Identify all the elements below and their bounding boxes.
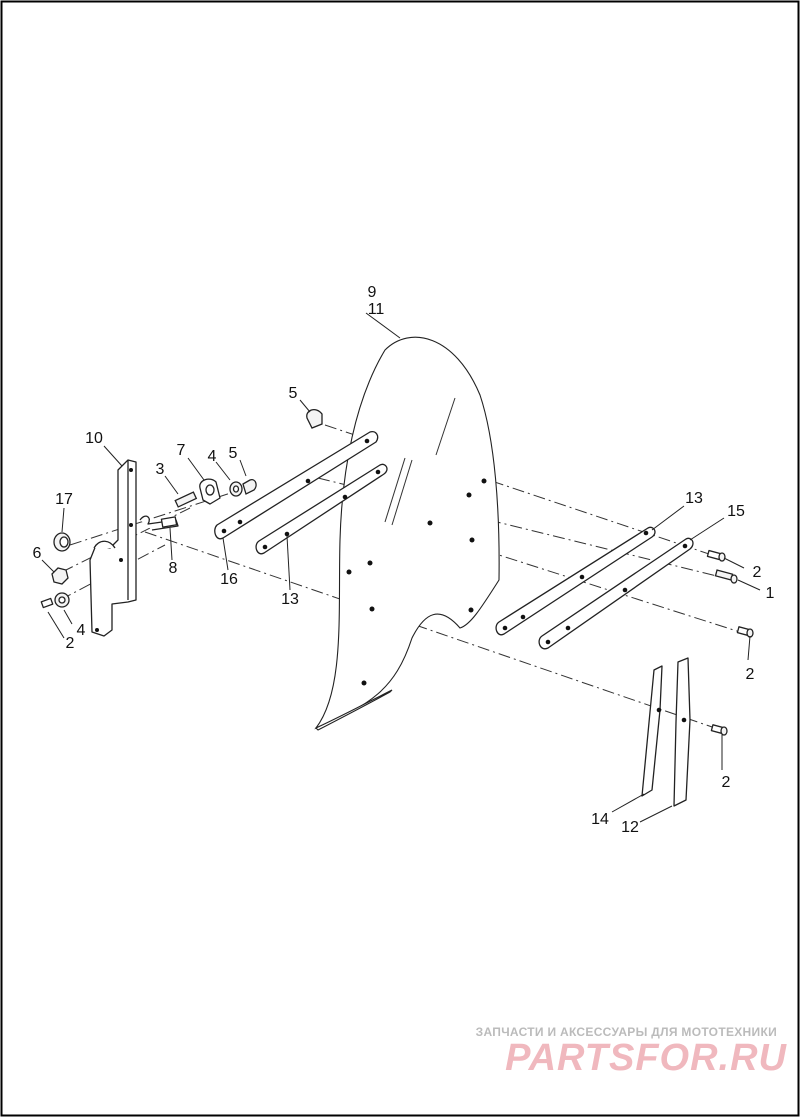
acorn-nut-top: [306, 408, 323, 429]
strap-12: [673, 657, 691, 807]
callout-17: 17: [55, 491, 73, 508]
callout-2-right-mid: 2: [746, 666, 755, 683]
windshield: [314, 336, 500, 731]
clamp: [199, 478, 221, 505]
callout-3: 3: [156, 461, 165, 478]
callout-1: 1: [766, 585, 775, 602]
callout-14: 14: [591, 811, 609, 828]
washer-left: [54, 592, 70, 608]
callout-2-right-low: 2: [722, 774, 731, 791]
callout-4-center: 4: [208, 448, 217, 465]
screw-right-low: [710, 724, 728, 736]
strip-13-right: [495, 526, 656, 636]
stud: [174, 491, 198, 508]
callout-2-left: 2: [66, 635, 75, 652]
callout-11: 11: [368, 301, 385, 318]
callout-15: 15: [727, 503, 745, 520]
screw-right-top: [706, 549, 726, 562]
screw-left: [40, 597, 54, 609]
acorn-nut-center: [242, 479, 257, 495]
bolt-right: [714, 569, 738, 584]
grommet: [53, 532, 71, 552]
callout-5-top: 5: [289, 385, 298, 402]
screw-right-mid: [736, 626, 754, 638]
strip-13-left: [255, 463, 388, 555]
strip-15: [538, 537, 694, 650]
watermark: ЗАПЧАСТИ И АКСЕССУАРЫ ДЛЯ МОТОТЕХНИКИ PA…: [476, 1025, 787, 1079]
watermark-caption: ЗАПЧАСТИ И АКСЕССУАРЫ ДЛЯ МОТОТЕХНИКИ: [476, 1025, 777, 1039]
callout-7: 7: [177, 442, 186, 459]
nut-left: [51, 567, 69, 585]
callout-10: 10: [85, 430, 103, 447]
callout-13-right: 13: [685, 490, 703, 507]
callout-9: 9: [368, 284, 377, 301]
callout-13-left: 13: [281, 591, 299, 608]
callout-6: 6: [33, 545, 42, 562]
strip-16: [214, 430, 379, 540]
callout-2-right-top: 2: [753, 564, 762, 581]
strap-14: [641, 665, 663, 797]
callout-8: 8: [169, 560, 178, 577]
washer-center: [229, 481, 243, 497]
callouts: 9 11 5 10 7 4 5 3 17 6 8 16 13 4 2 13 15…: [33, 284, 775, 836]
spring-clip: [139, 515, 179, 531]
leader-lines: [41, 312, 761, 823]
left-bracket: [89, 459, 137, 637]
callout-4-left: 4: [77, 622, 86, 639]
callout-5-center: 5: [229, 445, 238, 462]
callout-12: 12: [621, 819, 639, 836]
callout-16: 16: [220, 571, 238, 588]
watermark-logo: PARTSFOR.RU: [505, 1037, 787, 1079]
